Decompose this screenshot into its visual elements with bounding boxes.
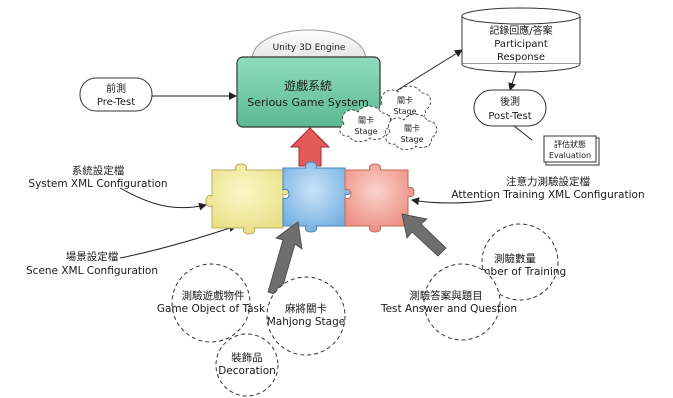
- stage-cloud-3-shape: [385, 113, 438, 151]
- scene-config-title: 場景設定檔: [66, 250, 119, 263]
- stage-cloud-3-subtitle: Stage: [400, 135, 423, 144]
- evaluation-subtitle: Evaluation: [549, 151, 591, 160]
- system-title: 遊戲系統: [284, 78, 332, 93]
- attention-config-connector: [411, 197, 493, 206]
- decoration-circle-shape: [215, 333, 279, 397]
- pretest-node: 前測 Pre-Test: [79, 77, 153, 112]
- system-config-subtitle: System XML Configuration: [28, 178, 167, 190]
- scene-config-connector: [119, 224, 237, 259]
- gray-arrow-right: [401, 213, 447, 257]
- posttest-node: 後測 Post-Test: [473, 89, 547, 127]
- stage-cloud-1: 關卡 Stage: [378, 85, 432, 123]
- stage-cloud-3-title: 關卡: [404, 123, 420, 133]
- game-object-circle: 測驗遊戲物件 Game Object of Task: [157, 263, 266, 343]
- number-training-title: 測驗數量: [494, 252, 536, 265]
- system-to-response-arrow: [387, 49, 463, 97]
- stage-cloud-1-shape: [378, 85, 432, 123]
- pretest-box: [79, 77, 153, 112]
- attention-config-subtitle: Attention Training XML Configuration: [451, 189, 644, 201]
- response-line2: Response: [497, 52, 545, 63]
- mahjong-title: 麻將關卡: [285, 302, 327, 315]
- response-cylinder-top: [461, 7, 581, 25]
- evaluation-shadow: [545, 137, 600, 166]
- red-up-arrow: [289, 127, 331, 167]
- system-box: [236, 56, 381, 128]
- engine-dome: [251, 29, 367, 61]
- posttest-to-evaluation-line: [513, 125, 533, 141]
- system-config-connector: [119, 187, 207, 211]
- puzzle-piece-blue: [282, 161, 352, 233]
- pretest-subtitle: Pre-Test: [97, 97, 135, 108]
- mahjong-subtitle: Mahjong Stage: [267, 316, 346, 328]
- response-cylinder-bottom: [461, 63, 581, 73]
- pretest-title: 前測: [106, 82, 126, 95]
- posttest-subtitle: Post-Test: [488, 111, 531, 122]
- system-subtitle: Serious Game System: [247, 96, 369, 109]
- evaluation-node: 評估狀態 Evaluation: [543, 135, 600, 166]
- stage-cloud-1-title: 關卡: [397, 95, 413, 105]
- posttest-box: [473, 89, 547, 127]
- response-to-posttest-arrow: [508, 71, 517, 91]
- response-line1: Participant: [494, 39, 548, 50]
- engine-label: Unity 3D Engine: [273, 43, 346, 53]
- decoration-subtitle: Decoration: [218, 365, 276, 377]
- posttest-title: 後測: [500, 95, 520, 108]
- scene-config-subtitle: Scene XML Configuration: [26, 265, 158, 277]
- stage-cloud-1-subtitle: Stage: [393, 107, 416, 116]
- evaluation-title: 評估狀態: [554, 139, 586, 149]
- game-object-title: 測驗遊戲物件: [182, 289, 245, 302]
- number-training-circle-shape: [481, 223, 559, 301]
- mahjong-circle-shape: [266, 276, 346, 356]
- game-object-subtitle: Game Object of Task: [157, 303, 266, 315]
- attention-config-label: 注意力測驗設定檔 Attention Training XML Configur…: [451, 175, 644, 201]
- puzzle-pieces: [205, 161, 415, 235]
- unity-engine: Unity 3D Engine: [251, 29, 367, 61]
- response-title: 記錄回應/答案: [489, 24, 552, 37]
- test-answer-subtitle: Test Answer and Question: [380, 303, 517, 315]
- scene-config-label: 場景設定檔 Scene XML Configuration: [26, 250, 158, 277]
- decoration-circle: 裝飾品 Decoration: [215, 333, 279, 397]
- system-config-label: 系統設定檔 System XML Configuration: [28, 164, 167, 190]
- stage-cloud-2: 關卡 Stage: [339, 105, 392, 143]
- number-training-subtitle: Number of Training: [466, 266, 566, 278]
- number-training-circle: 測驗數量 Number of Training: [466, 223, 566, 301]
- mahjong-circle: 麻將關卡 Mahjong Stage: [266, 276, 346, 356]
- test-answer-circle: 測驗答案與題目 Test Answer and Question: [380, 263, 517, 341]
- decoration-title: 裝飾品: [231, 351, 263, 364]
- system-config-title: 系統設定檔: [72, 164, 125, 177]
- stage-cloud-2-shape: [339, 105, 392, 143]
- serious-game-system: 遊戲系統 Serious Game System: [236, 56, 381, 128]
- stage-cloud-2-title: 關卡: [358, 115, 374, 125]
- participant-response-node: 記錄回應/答案 Participant Response: [461, 7, 581, 73]
- attention-config-title: 注意力測驗設定檔: [506, 175, 590, 188]
- stage-cloud-3: 關卡 Stage: [385, 113, 438, 151]
- stage-cloud-2-subtitle: Stage: [354, 127, 377, 136]
- test-answer-circle-shape: [423, 263, 501, 341]
- connectors: [119, 49, 533, 259]
- game-object-circle-shape: [171, 263, 251, 343]
- test-answer-title: 測驗答案與題目: [409, 289, 483, 302]
- evaluation-box: [543, 135, 597, 163]
- puzzle-piece-yellow: [205, 163, 290, 235]
